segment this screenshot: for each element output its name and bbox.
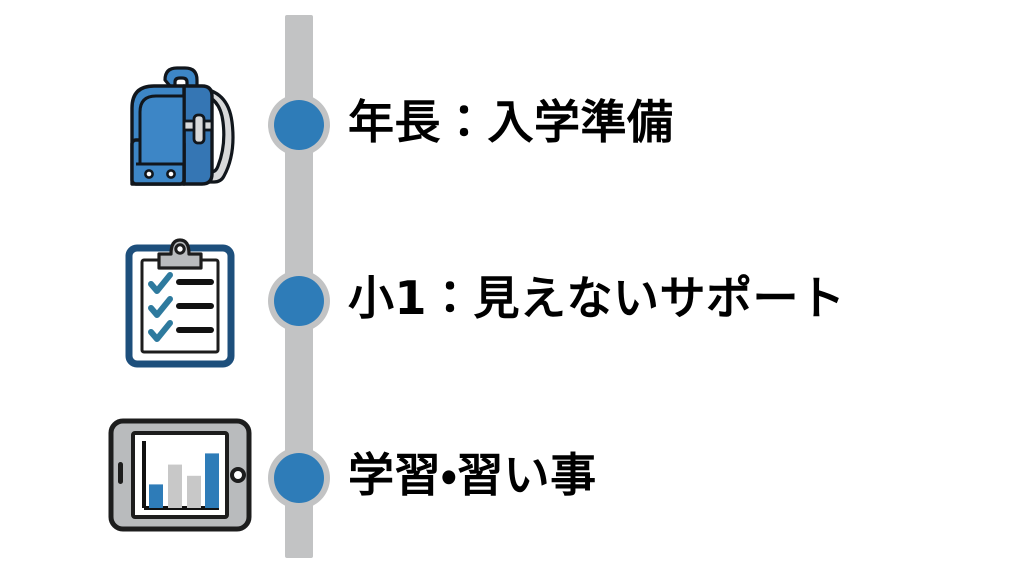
clipboard-checklist-icon bbox=[100, 218, 260, 378]
school-backpack-icon bbox=[100, 42, 260, 202]
timeline-label-2: 小1：見えないサポート bbox=[348, 270, 846, 325]
timeline-node-1[interactable] bbox=[268, 94, 330, 156]
timeline-label-3: 学習・習い事 bbox=[348, 447, 597, 502]
timeline-node-3[interactable] bbox=[268, 447, 330, 509]
tablet-bar-chart-icon bbox=[100, 395, 260, 555]
timeline-item-3: 学習・習い事 bbox=[0, 395, 1024, 555]
bar-4 bbox=[205, 453, 219, 508]
bar-1 bbox=[149, 484, 163, 508]
timeline-item-1: 年長：入学準備 bbox=[0, 42, 1024, 202]
timeline-label-1: 年長：入学準備 bbox=[348, 94, 674, 149]
timeline-node-2[interactable] bbox=[268, 270, 330, 332]
timeline-node-dot bbox=[274, 100, 324, 150]
timeline-node-dot bbox=[274, 276, 324, 326]
bar-3 bbox=[187, 475, 201, 508]
bar-2 bbox=[168, 464, 182, 508]
timeline-node-dot bbox=[274, 453, 324, 503]
tablet-bar-chart-svg bbox=[108, 418, 252, 532]
timeline-item-2: 小1：見えないサポート bbox=[0, 218, 1024, 378]
